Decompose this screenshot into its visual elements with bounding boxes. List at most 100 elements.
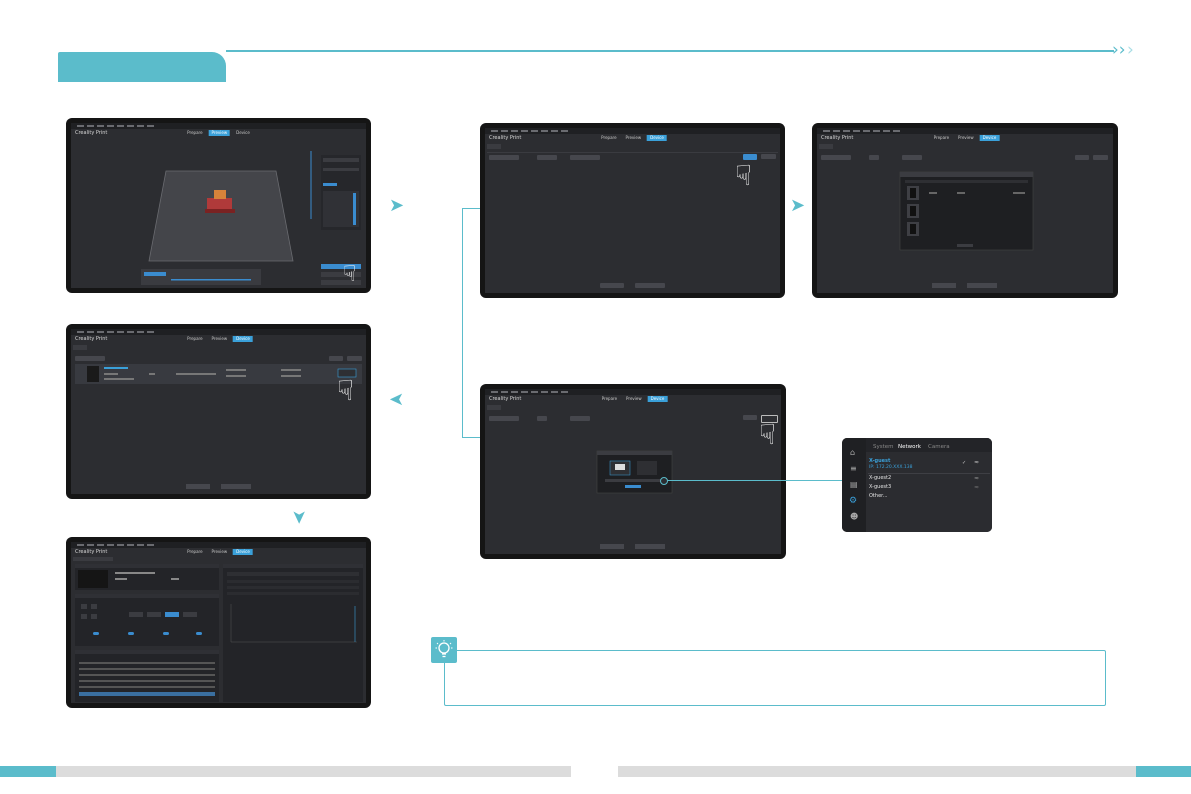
- build-plate-view: [141, 151, 361, 285]
- network-item-2[interactable]: X-guest3: [869, 484, 892, 490]
- tab-device[interactable]: Device: [647, 396, 668, 402]
- action-button[interactable]: [743, 415, 757, 420]
- folder-icon[interactable]: ▤: [850, 480, 858, 489]
- toolbar-chip: [487, 405, 501, 410]
- check-icon: ✓: [962, 460, 967, 466]
- top-tabs: Prepare Preview Device: [931, 135, 1000, 141]
- screenshot-device-control: Creality Print Prepare Preview Device: [66, 537, 371, 708]
- screenshot-device-add: Creality Print Prepare Preview Device ☟: [480, 123, 785, 298]
- filter-field[interactable]: [821, 155, 851, 160]
- pointing-hand-icon: ☟: [343, 262, 357, 287]
- top-tabs: Prepare Preview Device: [184, 336, 253, 342]
- pointing-hand-icon: ☟: [735, 159, 753, 192]
- footer-bar-right: [618, 766, 1136, 777]
- tab-network[interactable]: Network: [898, 444, 921, 450]
- filter-field[interactable]: [570, 155, 600, 160]
- tab-prepare[interactable]: Prepare: [601, 396, 618, 401]
- network-settings-panel: ⌂ ≡ ▤ ⚙ ☻ System Network Camera X-guest …: [842, 438, 992, 532]
- add-printer-button[interactable]: [743, 154, 757, 160]
- filter-field[interactable]: [869, 155, 879, 160]
- footer-accent-right: [1136, 766, 1191, 777]
- printer-row: [75, 364, 362, 489]
- tip-box: [444, 650, 1106, 706]
- filter-field[interactable]: [902, 155, 922, 160]
- filter-field[interactable]: [75, 356, 105, 361]
- dialog-button[interactable]: [600, 283, 624, 288]
- connector-line: [462, 208, 480, 210]
- network-item-1[interactable]: X-guest2: [869, 475, 892, 481]
- tab-device[interactable]: Device: [647, 135, 667, 141]
- manual-add-button[interactable]: [761, 415, 778, 423]
- filter-field[interactable]: [489, 416, 519, 421]
- toolbar-chip: [819, 144, 833, 149]
- action-button[interactable]: [347, 356, 362, 361]
- top-tabs: Prepare Preview Device: [184, 130, 253, 136]
- device-control-view: [73, 557, 363, 702]
- connector-line: [667, 480, 864, 482]
- divider: [487, 152, 778, 153]
- filter-field[interactable]: [489, 155, 519, 160]
- sliders-icon[interactable]: ≡: [850, 464, 857, 473]
- connector-line: [462, 208, 464, 437]
- tab-device[interactable]: Device: [233, 336, 253, 342]
- user-icon[interactable]: ☻: [850, 512, 859, 521]
- filter-field[interactable]: [570, 416, 590, 421]
- pointing-hand-icon: ☟: [759, 418, 777, 451]
- app-title: Creality Print: [821, 135, 854, 141]
- device-list-dialog: [899, 171, 1034, 288]
- app-title: Creality Print: [75, 336, 108, 342]
- tab-camera[interactable]: Camera: [928, 444, 950, 450]
- top-tabs: Prepare Preview Device: [599, 396, 668, 402]
- chevron-right-icon: ›: [1127, 40, 1134, 60]
- arrow-left-icon: ➤: [389, 389, 405, 410]
- tab-prepare[interactable]: Prepare: [187, 549, 203, 554]
- add-printer-dialog: [596, 450, 673, 549]
- tab-device[interactable]: Device: [979, 135, 1000, 141]
- wifi-icon: ≈: [974, 475, 980, 482]
- tab-prepare[interactable]: Prepare: [601, 135, 617, 140]
- scan-button[interactable]: [761, 154, 776, 159]
- tab-prepare[interactable]: Prepare: [187, 130, 203, 135]
- app-title: Creality Print: [489, 396, 522, 402]
- tab-preview[interactable]: Preview: [211, 336, 228, 341]
- dialog-button[interactable]: [635, 283, 665, 288]
- gear-icon[interactable]: ⚙: [849, 496, 858, 506]
- footer-accent-left: [0, 766, 56, 777]
- action-button[interactable]: [1093, 155, 1108, 160]
- arrow-down-icon: ➤: [288, 509, 310, 525]
- home-icon[interactable]: ⌂: [850, 448, 856, 457]
- action-button[interactable]: [329, 356, 343, 361]
- arrow-right-icon: ➤: [790, 195, 806, 216]
- settings-main: System Network Camera X-guest IP: 172.20…: [866, 438, 992, 532]
- lightbulb-icon: [431, 637, 457, 663]
- tab-device[interactable]: Device: [236, 130, 250, 135]
- tab-preview[interactable]: Preview: [211, 549, 228, 554]
- screenshot-device-list: Creality Print Prepare Preview Device: [812, 123, 1118, 298]
- wifi-icon: ≈: [974, 484, 980, 491]
- top-tabs: Prepare Preview Device: [598, 135, 667, 141]
- connected-network-name[interactable]: X-guest: [869, 458, 891, 464]
- chevron-right-icon: ››: [1112, 40, 1126, 60]
- tab-preview[interactable]: Preview: [208, 130, 231, 136]
- filter-field[interactable]: [537, 416, 547, 421]
- network-other[interactable]: Other...: [869, 493, 888, 499]
- pointing-hand-icon: ☟: [337, 374, 355, 407]
- tab-prepare[interactable]: Prepare: [187, 336, 203, 341]
- tab-device[interactable]: Device: [233, 549, 253, 555]
- ip-address: IP: 172.20.XXX.138: [869, 465, 913, 470]
- tab-preview[interactable]: Preview: [958, 135, 974, 140]
- screenshot-add-dialog: Creality Print Prepare Preview Device ☟: [480, 384, 786, 559]
- settings-sidebar: ⌂ ≡ ▤ ⚙ ☻: [842, 438, 866, 532]
- tab-system[interactable]: System: [873, 444, 894, 450]
- toolbar-chip: [73, 345, 87, 350]
- app-title: Creality Print: [489, 135, 522, 141]
- action-button[interactable]: [1075, 155, 1089, 160]
- filter-field[interactable]: [537, 155, 557, 160]
- app-title: Creality Print: [75, 130, 108, 136]
- tab-prepare[interactable]: Prepare: [933, 135, 950, 140]
- top-tabs: Prepare Preview Device: [184, 549, 253, 555]
- tab-preview[interactable]: Preview: [626, 396, 642, 401]
- wifi-icon: ≈: [974, 459, 980, 466]
- screenshot-device-added: Creality Print Prepare Preview Device ☟: [66, 324, 371, 499]
- tab-preview[interactable]: Preview: [625, 135, 642, 140]
